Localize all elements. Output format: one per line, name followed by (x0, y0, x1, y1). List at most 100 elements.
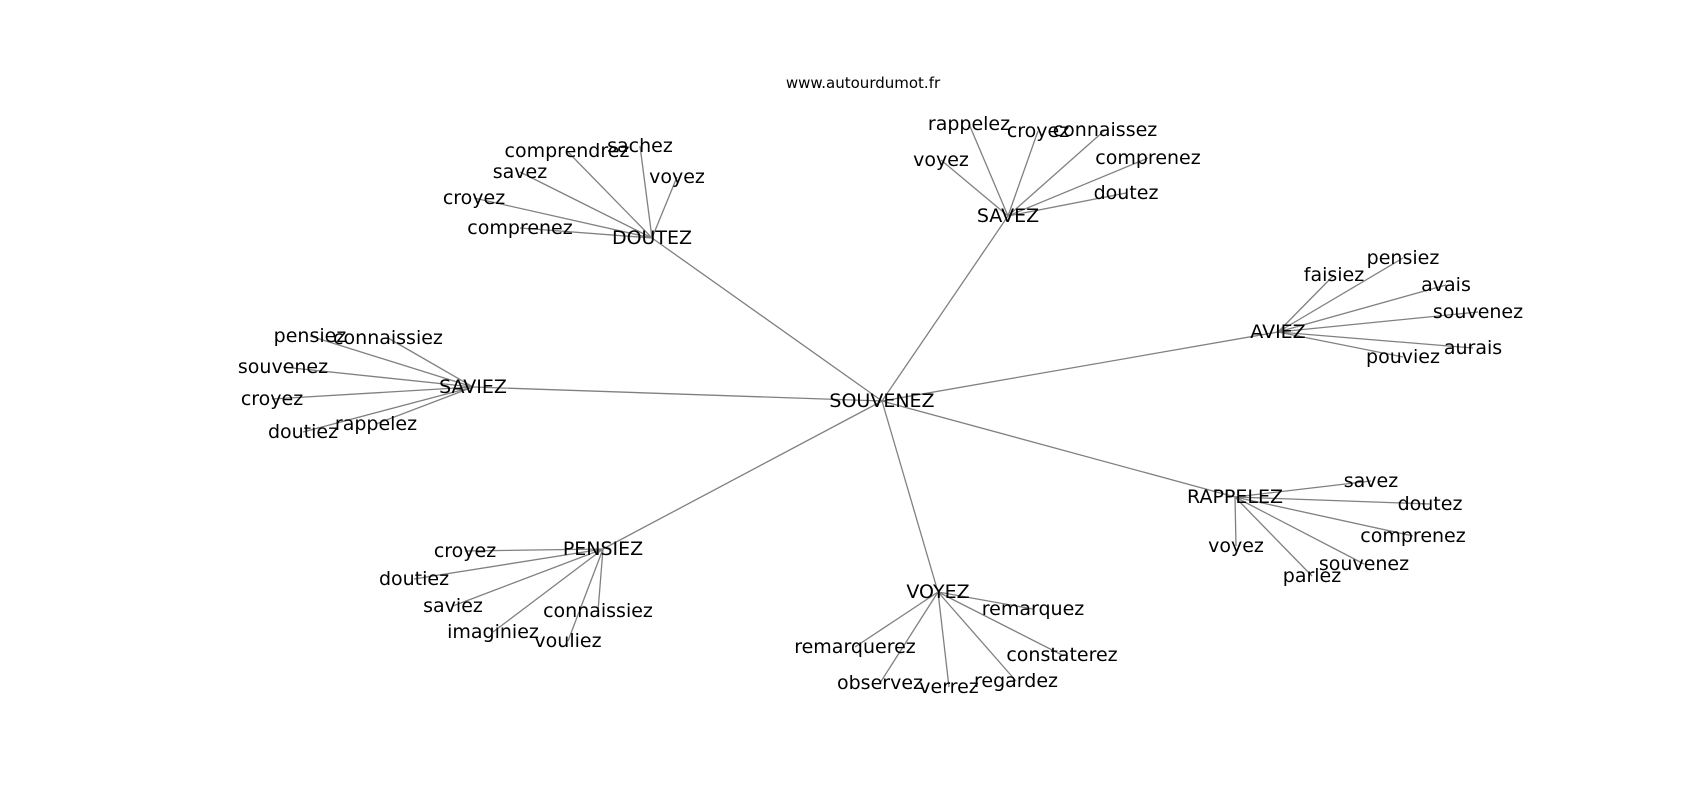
center-node: SOUVENEZ (829, 390, 934, 412)
leaf-node-pensiez-croyez: croyez (434, 540, 496, 562)
leaf-node-aviez-avais: avais (1421, 274, 1471, 296)
leaf-node-saviez-souvenez: souvenez (238, 356, 328, 378)
hub-node-saviez: SAVIEZ (439, 376, 507, 398)
edge-rappelez-souvenez (1234, 496, 1365, 565)
hub-node-voyez: VOYEZ (906, 581, 969, 603)
edge-center-voyez (881, 400, 939, 593)
leaf-node-rappelez-souvenez: souvenez (1319, 553, 1409, 575)
hub-node-rappelez: RAPPELEZ (1187, 486, 1283, 508)
leaf-node-doutez-comprenez: comprenez (467, 217, 572, 239)
leaf-node-savez-croyez: croyez (1007, 120, 1069, 142)
leaf-node-rappelez-savez: savez (1344, 470, 1398, 492)
leaf-node-doutez-comprendrez: comprendrez (505, 140, 630, 162)
edge-pensiez-doutiez (413, 548, 604, 580)
leaf-node-pensiez-connaissiez: connaissiez (543, 600, 653, 622)
edge-center-pensiez (602, 400, 883, 550)
leaf-node-voyez-verrez: verrez (919, 676, 978, 698)
edge-aviez-pensiez (1277, 257, 1404, 333)
hub-node-aviez: AVIEZ (1250, 321, 1305, 343)
edge-voyez-remarquez (937, 591, 1034, 610)
edge-saviez-rappelez (375, 386, 474, 425)
edge-doutez-savez (519, 171, 653, 239)
leaf-node-rappelez-parlez: parlez (1283, 565, 1341, 587)
leaf-node-saviez-connaissiez: connaissiez (333, 327, 443, 349)
edge-savez-connaissez (1007, 129, 1106, 217)
graph-edges (271, 123, 1479, 688)
leaf-node-voyez-remarquez: remarquez (982, 598, 1085, 620)
leaf-node-aviez-pouviez: pouviez (1366, 346, 1440, 368)
site-url: www.autourdumot.fr (786, 74, 941, 92)
leaf-node-savez-doutez: doutez (1094, 182, 1159, 204)
leaf-node-savez-voyez: voyez (913, 149, 969, 171)
hub-node-doutez: DOUTEZ (612, 227, 692, 249)
hub-node-savez: SAVEZ (977, 205, 1039, 227)
edge-rappelez-voyez (1234, 496, 1237, 547)
edge-pensiez-croyez (464, 548, 604, 552)
edge-center-doutez (651, 237, 883, 402)
leaf-node-pensiez-saviez: saviez (423, 595, 483, 617)
edge-aviez-aurais (1277, 331, 1474, 349)
leaf-node-saviez-croyez: croyez (241, 388, 303, 410)
leaf-node-voyez-regardez: regardez (974, 670, 1058, 692)
edge-pensiez-vouliez (567, 548, 604, 642)
edge-center-saviez (472, 386, 883, 402)
edge-center-rappelez (881, 400, 1236, 498)
leaf-node-pensiez-vouliez: vouliez (534, 630, 601, 652)
edge-savez-rappelez (968, 123, 1009, 217)
edge-aviez-avais (1277, 284, 1447, 333)
edge-saviez-souvenez (282, 366, 474, 388)
leaf-node-saviez-pensiez: pensiez (274, 325, 347, 347)
leaf-node-aviez-aurais: aurais (1444, 337, 1502, 359)
edge-aviez-pouviez (1277, 331, 1404, 358)
leaf-node-savez-connaissez: connaissez (1053, 119, 1158, 141)
leaf-node-aviez-souvenez: souvenez (1433, 301, 1523, 323)
edge-rappelez-doutez (1234, 496, 1431, 505)
edge-voyez-constaterez (937, 591, 1063, 656)
leaf-node-saviez-rappelez: rappelez (335, 413, 417, 435)
edge-voyez-verrez (937, 591, 950, 688)
leaf-node-savez-rappelez: rappelez (928, 113, 1010, 135)
edge-doutez-sachez (639, 145, 653, 239)
edge-doutez-comprenez (519, 227, 653, 239)
edge-savez-doutez (1007, 192, 1127, 217)
edge-pensiez-connaissiez (597, 548, 604, 612)
edge-doutez-croyez (473, 197, 653, 239)
edge-aviez-souvenez (1277, 311, 1479, 333)
edge-savez-voyez (940, 159, 1009, 217)
leaf-node-pensiez-doutiez: doutiez (379, 568, 449, 590)
edge-center-savez (881, 215, 1009, 402)
leaf-node-saviez-doutiez: doutiez (268, 421, 338, 443)
leaf-node-voyez-constaterez: constaterez (1006, 644, 1117, 666)
leaf-node-rappelez-doutez: doutez (1398, 493, 1463, 515)
leaf-node-doutez-sachez: sachez (607, 135, 673, 157)
edge-pensiez-imaginiez (492, 548, 604, 633)
leaf-node-aviez-pensiez: pensiez (1367, 247, 1440, 269)
leaf-node-pensiez-imaginiez: imaginiez (447, 621, 539, 643)
edge-doutez-voyez (651, 176, 678, 239)
leaf-node-savez-comprenez: comprenez (1095, 147, 1200, 169)
edge-saviez-pensiez (309, 335, 474, 388)
leaf-node-aviez-faisiez: faisiez (1304, 264, 1364, 286)
edge-voyez-regardez (937, 591, 1017, 682)
edge-rappelez-parlez (1234, 496, 1313, 577)
edge-rappelez-savez (1234, 480, 1372, 498)
edge-center-aviez (881, 331, 1279, 402)
leaf-node-rappelez-voyez: voyez (1208, 535, 1264, 557)
edge-saviez-croyez (271, 386, 474, 400)
leaf-node-voyez-observez: observez (837, 672, 923, 694)
edge-saviez-connaissiez (387, 337, 474, 388)
edge-voyez-observez (879, 591, 939, 684)
hub-node-pensiez: PENSIEZ (563, 538, 643, 560)
edge-doutez-comprendrez (566, 150, 653, 239)
edge-saviez-doutiez (302, 386, 474, 433)
leaf-node-rappelez-comprenez: comprenez (1360, 525, 1465, 547)
leaf-node-doutez-savez: savez (493, 161, 547, 183)
leaf-node-doutez-croyez: croyez (443, 187, 505, 209)
edge-rappelez-comprenez (1234, 496, 1414, 537)
edge-savez-comprenez (1007, 157, 1149, 217)
leaf-node-voyez-remarquerez: remarquerez (794, 636, 916, 658)
edge-savez-croyez (1007, 130, 1039, 217)
edge-voyez-remarquerez (854, 591, 939, 648)
